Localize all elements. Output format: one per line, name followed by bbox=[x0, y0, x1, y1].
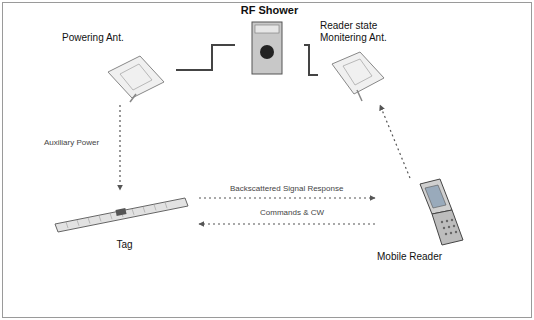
tag-pattern bbox=[66, 202, 167, 228]
phone-key bbox=[446, 220, 448, 222]
wireless-link bbox=[199, 223, 375, 224]
tag-antenna-trace bbox=[143, 207, 145, 213]
rfid-tag bbox=[55, 198, 188, 232]
frame-border bbox=[3, 3, 532, 318]
powering-antenna: Powering Ant. bbox=[60, 32, 176, 105]
monitoring-antenna: Reader state Monitering Ant. bbox=[318, 20, 416, 105]
antenna-panel bbox=[108, 56, 164, 98]
tag-antenna-trace bbox=[110, 213, 112, 219]
wireless-link bbox=[119, 105, 120, 190]
node-label: Tag bbox=[50, 239, 199, 251]
phone-body bbox=[432, 210, 463, 245]
phone-key bbox=[443, 227, 445, 229]
edge-label: Commands & CW bbox=[258, 208, 326, 217]
tag-antenna-trace bbox=[99, 215, 101, 221]
powering-antenna bbox=[108, 56, 164, 102]
antenna-panel bbox=[332, 52, 384, 94]
antenna-element bbox=[120, 64, 152, 90]
phone-lid bbox=[420, 179, 452, 214]
phone-key bbox=[448, 226, 450, 228]
tag-strip bbox=[55, 198, 188, 232]
tag-chip bbox=[116, 208, 127, 216]
mobile-phone bbox=[420, 179, 463, 245]
node-label: RF Shower bbox=[235, 4, 304, 17]
tag-antenna-trace bbox=[77, 220, 79, 226]
antenna-stem bbox=[357, 90, 362, 101]
device-dial bbox=[260, 45, 274, 59]
node-label: Mobile Reader bbox=[375, 251, 474, 263]
device-panel bbox=[255, 25, 279, 33]
wireless-link bbox=[380, 105, 410, 178]
node-label: Reader state Monitering Ant. bbox=[318, 20, 416, 43]
rf-cable bbox=[176, 45, 235, 70]
phone-key bbox=[450, 232, 452, 234]
tag-antenna-trace bbox=[154, 204, 156, 210]
mobile-reader: Mobile Reader bbox=[375, 178, 474, 262]
phone-key bbox=[451, 219, 453, 221]
monitoring-antenna bbox=[332, 52, 384, 101]
rf-cable bbox=[304, 45, 318, 75]
tag-antenna-trace bbox=[132, 209, 134, 215]
tag-antenna-trace bbox=[88, 218, 90, 224]
phone-keypad bbox=[441, 219, 457, 235]
rfid-tag: Tag bbox=[50, 190, 199, 250]
device-body bbox=[252, 22, 282, 74]
phone-screen bbox=[425, 185, 446, 208]
antenna-stem bbox=[130, 94, 136, 102]
edge-label: Backscattered Signal Response bbox=[228, 184, 345, 193]
phone-key bbox=[441, 221, 443, 223]
phone-key bbox=[445, 233, 447, 235]
rf-shower-device bbox=[252, 22, 282, 74]
rf-shower: RF Shower bbox=[235, 4, 304, 78]
antenna-element bbox=[343, 59, 372, 85]
tag-antenna-trace bbox=[165, 202, 167, 208]
node-label: Powering Ant. bbox=[60, 32, 176, 44]
phone-key bbox=[453, 225, 455, 227]
wireless-link bbox=[199, 197, 375, 198]
phone-key bbox=[455, 231, 457, 233]
tag-antenna-trace bbox=[66, 222, 68, 228]
edge-label: Auxiliary Power bbox=[42, 138, 101, 147]
